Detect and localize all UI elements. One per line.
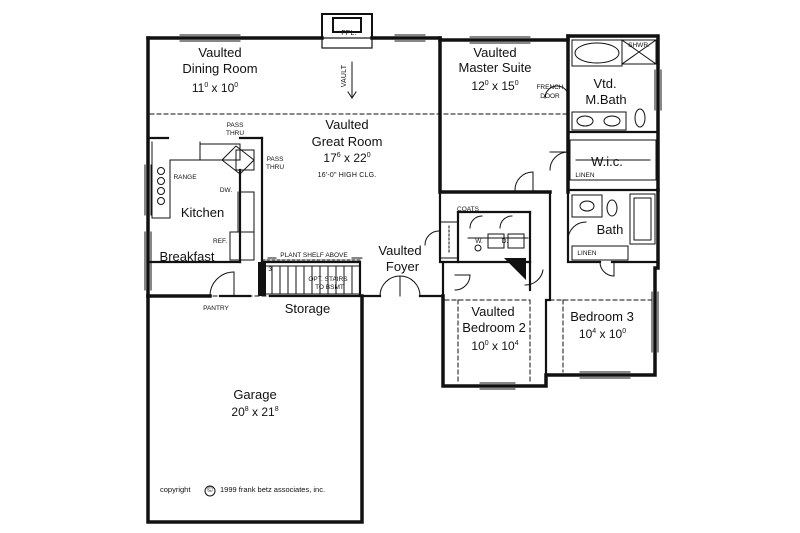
great-room-name-2: Great Room [311, 134, 383, 149]
washer-label: W. [475, 238, 483, 245]
bath-name: Bath [596, 222, 624, 237]
bedroom2-di: 4 [514, 340, 519, 347]
range-label: RANGE [173, 174, 197, 181]
dining-wi: 0 [204, 82, 209, 89]
dining-di: 0 [234, 82, 239, 89]
door-swings [209, 85, 615, 297]
wic-linen-label: LINEN [575, 172, 595, 179]
pass-thru-1a: PASS [226, 122, 244, 129]
bedroom-3-name: Bedroom 3 [570, 309, 634, 324]
great-room-ceiling-note: 16'-0" HIGH CLG. [317, 172, 377, 179]
garage-di: 8 [274, 406, 279, 413]
opt-stairs-label-2: TO BSMT. [315, 284, 345, 291]
windows [144, 34, 662, 390]
breakfast-name: Breakfast [159, 249, 215, 264]
vault-label: VAULT [340, 64, 348, 88]
great-di: 0 [366, 152, 371, 159]
french-door-label-2: DOOR [540, 93, 560, 100]
vault-arrow [347, 61, 357, 99]
pantry-label: PANTRY [203, 305, 229, 312]
master-suite-name-1: Vaulted [473, 45, 517, 60]
fireplace-label: FPL. [341, 30, 357, 37]
master-bath-name-1: Vtd. [593, 76, 617, 91]
coat-closet [439, 221, 459, 259]
pass-thru-1b: THRU [225, 130, 245, 137]
storage-name: Storage [284, 301, 331, 316]
master-d: 15 [501, 79, 515, 93]
great-d: 22 [353, 151, 367, 165]
dining-room-dims: 110 x 100 [191, 81, 239, 95]
stair-number: 3 [268, 266, 272, 273]
bedroom3-wi: 4 [592, 328, 597, 335]
bedroom3-w: 10 [578, 327, 593, 341]
shower-label: SHWR. [628, 42, 650, 49]
fireplace [321, 13, 373, 49]
foyer-name-1: Vaulted [378, 243, 422, 258]
copyright-text: 1999 frank betz associates, inc. [220, 485, 326, 494]
master-bath-name-2: M.Bath [585, 92, 627, 107]
exterior-walls [146, 34, 660, 524]
wic-name: W.i.c. [591, 154, 623, 169]
great-w: 17 [323, 151, 337, 165]
bedroom3-d: 10 [608, 327, 623, 341]
dining-room-name-2: Dining Room [182, 61, 258, 76]
bedroom2-wi: 0 [484, 340, 489, 347]
bath-fixtures [467, 39, 657, 261]
kitchen-counters [151, 141, 255, 261]
bedroom-2-name-2: Bedroom 2 [462, 320, 526, 335]
great-room-dims: 176 x 220 [323, 151, 371, 165]
garage-w: 20 [231, 405, 245, 419]
coats-label: COATS [457, 206, 479, 213]
bedroom-2-name-1: Vaulted [471, 304, 515, 319]
wall-infill [258, 258, 526, 296]
dining-w: 11 [191, 81, 205, 95]
master-di: 0 [514, 80, 519, 87]
kitchen-name: Kitchen [180, 205, 225, 220]
dining-room-name-1: Vaulted [198, 45, 242, 60]
great-wi: 6 [336, 152, 341, 159]
french-door-label-1: FRENCH [536, 84, 564, 91]
stairs [261, 259, 361, 295]
dryer-label: D. [501, 238, 509, 245]
master-suite-dims: 120 x 150 [471, 79, 519, 93]
garage-dims: 208 x 218 [231, 405, 279, 419]
refrigerator-label: REF. [212, 238, 228, 245]
garage-wi: 8 [244, 406, 249, 413]
dining-d: 10 [220, 81, 235, 95]
master-suite-name-2: Master Suite [458, 60, 532, 75]
bedroom-2-dims: 100 x 104 [471, 339, 519, 353]
master-w: 12 [471, 79, 485, 93]
opt-stairs-label-1: OPT. STAIRS [308, 276, 348, 283]
bedroom-3-dims: 104 x 100 [578, 327, 627, 341]
great-room-name-1: Vaulted [325, 117, 369, 132]
pass-thru-2b: THRU [265, 164, 285, 171]
pass-thru-2a: PASS [266, 156, 284, 163]
bedroom3-di: 0 [622, 328, 627, 335]
copyright-symbol: © [207, 485, 213, 494]
dishwasher-label: DW. [219, 187, 233, 194]
foyer-name-2: Foyer [385, 259, 420, 274]
bedroom2-d: 10 [501, 339, 515, 353]
plant-shelf-label: PLANT SHELF ABOVE [280, 252, 348, 259]
garage-d: 21 [261, 405, 275, 419]
master-wi: 0 [484, 80, 489, 87]
bath-linen-label: LINEN [577, 250, 597, 257]
garage-name: Garage [233, 387, 277, 402]
ceiling-lines [147, 113, 654, 384]
copyright-circle [204, 485, 216, 497]
copyright-prefix: copyright [160, 485, 191, 494]
bedroom2-w: 10 [471, 339, 485, 353]
